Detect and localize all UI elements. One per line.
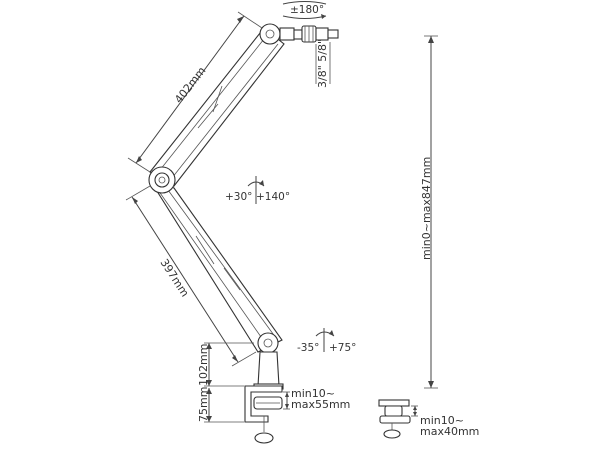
clamp-alt-range-dimension: min10~ max40mm (411, 405, 479, 438)
base-joint (257, 332, 279, 354)
upper-arm (149, 27, 285, 187)
swivel-label: ±180° (290, 4, 324, 16)
clamp-range-max: max55mm (291, 398, 350, 411)
pole-height-dimension: 102mm (197, 342, 254, 387)
clamp-range-dimension: min10~ max55mm (283, 387, 350, 411)
height-range-label: min0~max847mm (420, 157, 433, 260)
clamp-alt-range-max: max40mm (420, 425, 479, 438)
base-left-label: -35° (297, 342, 319, 354)
thread-label: 3/8" 5/8" (316, 39, 329, 88)
base-right-label: +75° (329, 342, 356, 354)
desk-clamp (244, 385, 283, 444)
clamp-height-dimension: 75mm (197, 387, 244, 423)
elbow-up-label: +30° (225, 191, 252, 203)
elbow-rotation: +30° +140° (225, 176, 290, 204)
swivel-indicator: ±180° (282, 1, 327, 19)
clamp-range-min: min10~ (291, 387, 335, 400)
height-dimension: min0~max847mm (420, 35, 438, 389)
elbow-down-label: +140° (256, 191, 290, 203)
elbow-joint (148, 166, 176, 194)
clamp-height-label: 75mm (197, 387, 210, 422)
clamp-alt-range-min: min10~ (420, 414, 464, 427)
upper-arm-length: 402mm (172, 64, 208, 105)
desk-clamp-alt (378, 399, 411, 439)
top-joint (259, 23, 339, 45)
base-rotation: -35° +75° (297, 328, 356, 354)
pole-height-label: 102mm (197, 344, 210, 386)
pole (253, 351, 284, 390)
thread-size: 3/8" 5/8" (315, 39, 331, 88)
